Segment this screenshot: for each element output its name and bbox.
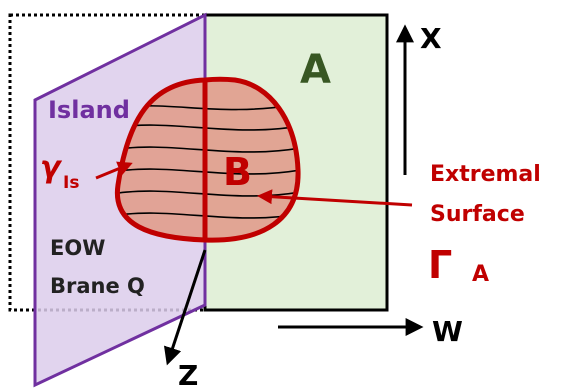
surface-contours <box>117 103 299 219</box>
gamma-a-subscript: A <box>472 262 489 287</box>
gamma-a-symbol: Γ <box>428 243 452 287</box>
gamma-a-pointer <box>257 189 413 207</box>
axis-z-arrow <box>163 249 207 366</box>
island-label: Island <box>48 96 130 124</box>
region-b-label: B <box>223 150 252 194</box>
axis-w-label: W <box>432 315 463 348</box>
axis-x-label: X <box>420 22 442 55</box>
extremal-surface-fill <box>117 79 299 241</box>
gamma-is-symbol: γ <box>40 150 63 185</box>
gamma-is-subscript: Is <box>63 173 79 193</box>
brane-q-label: Brane Q <box>50 274 145 298</box>
axis-z-label: Z <box>178 359 198 392</box>
extremal-label: Extremal <box>430 162 541 187</box>
extremal-surface-outline <box>114 76 301 243</box>
eow-label: EOW <box>50 236 105 260</box>
region-a-label: A <box>300 47 331 93</box>
gamma-is-pointer <box>95 161 133 180</box>
surface-label: Surface <box>430 202 525 227</box>
